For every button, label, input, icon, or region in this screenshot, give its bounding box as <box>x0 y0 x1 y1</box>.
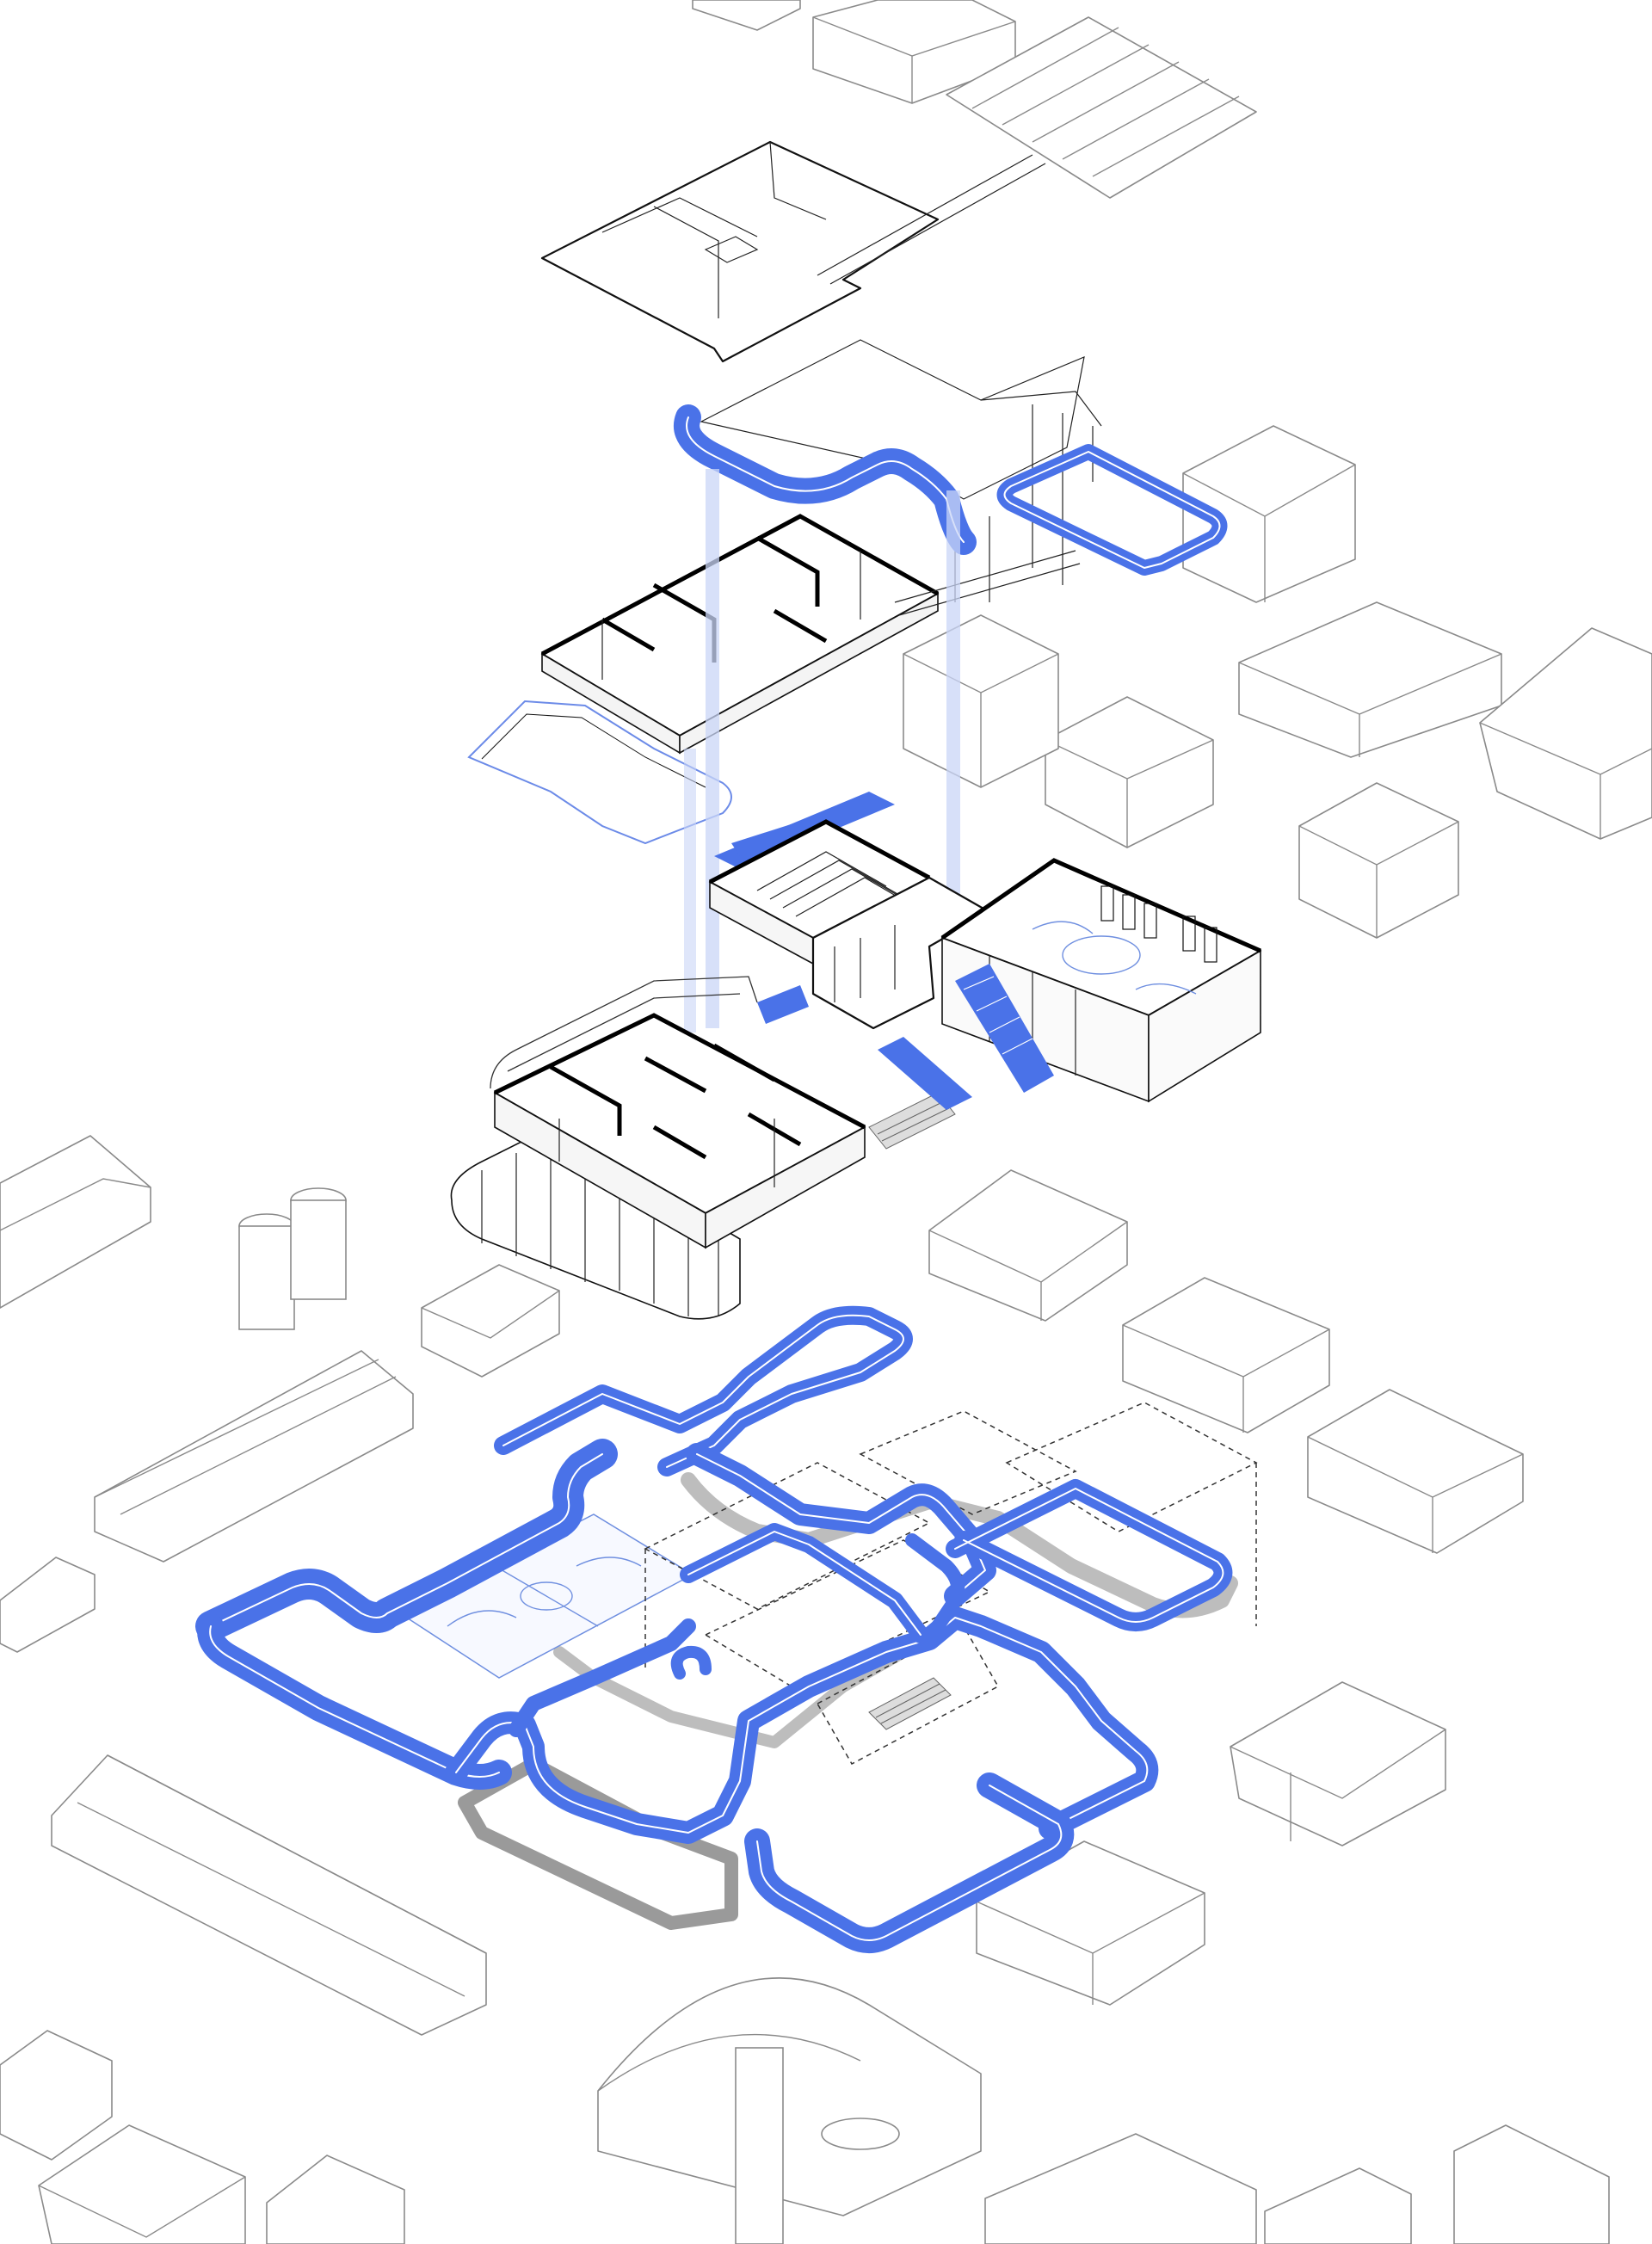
layer-upper-floor <box>467 339 1228 1033</box>
ground-floor-shell <box>490 976 758 1089</box>
ramp-ground <box>878 1037 972 1110</box>
context-silos <box>238 1187 347 1330</box>
layer-ground-floor <box>450 976 972 1320</box>
context-house-mid-right-c <box>1307 1389 1524 1554</box>
context-house-right-1 <box>1182 425 1356 603</box>
ramp-ground-2 <box>757 985 809 1024</box>
lower-walkway-loop <box>467 550 1081 845</box>
context-house-top-center <box>812 0 1016 104</box>
context-house-lower-right-b <box>976 1840 1205 2006</box>
context-house-mid-right-a <box>928 1169 1128 1322</box>
context-house-bottom-left-1 <box>0 2030 113 2161</box>
layer-auditorium-gym <box>708 792 1262 1103</box>
context-house-center <box>903 614 1059 788</box>
context-barrel-vault-building <box>597 1977 982 2244</box>
ground-floor-block <box>493 1013 866 1249</box>
central-lobby <box>811 876 991 1030</box>
layer-site-circulation <box>195 1305 1258 1953</box>
context-long-barn-left <box>94 1350 414 1563</box>
context-long-shed-left <box>0 1135 151 1309</box>
context-house-right-2 <box>1238 601 1502 758</box>
grey-stairs <box>868 1092 956 1150</box>
context-house-mid-right-b <box>1122 1277 1330 1433</box>
context-house-bottom-left-2 <box>38 2124 246 2244</box>
context-house-right-4 <box>1298 782 1459 939</box>
context-long-barn-bottom-left <box>51 1754 487 2036</box>
bleachers <box>868 1677 952 1730</box>
ramp-upper-2 <box>731 813 839 856</box>
blue-stair <box>955 964 1054 1093</box>
gymnasium-block <box>940 858 1262 1103</box>
grey-walkway <box>458 1757 738 1930</box>
context-house-center-right <box>1045 696 1214 848</box>
context-shed-far-left <box>0 1557 96 1653</box>
context-greenhouse-roof <box>946 16 1257 199</box>
layer-roof-level <box>540 140 1046 363</box>
site-circulation-route <box>195 1305 1233 1953</box>
context-house-bottom-center-left <box>266 2155 405 2244</box>
context-house-lower-right-a <box>1230 1681 1446 1846</box>
gym-court-markings <box>1032 921 1197 995</box>
context-house-top-left <box>692 0 801 31</box>
context-house-right-3 <box>1479 627 1652 840</box>
context-house-left-center <box>421 1264 560 1378</box>
gym-windows <box>1100 885 1217 963</box>
context-building-bottom-right <box>984 2124 1610 2244</box>
upper-floor-block <box>540 514 940 755</box>
